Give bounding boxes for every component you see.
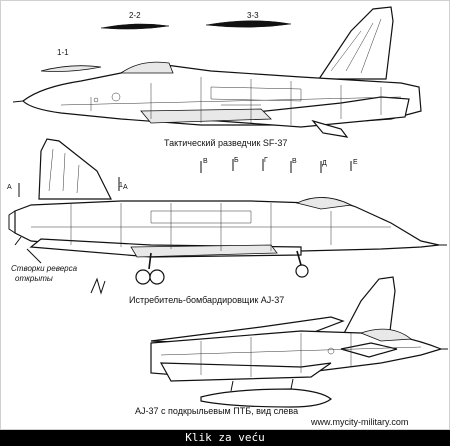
caption-aj37-drop-tank: AJ-37 с подкрыльевым ПТБ, вид слева [135, 406, 298, 416]
drawing-sheet: 1-1 2-2 3-3 Тактический разведчик SF-37 [0, 0, 450, 430]
aircraft-aj37-side-view [8, 138, 447, 295]
section-cut-lines [18, 159, 352, 197]
section-marker-g: Г [264, 157, 268, 164]
section-profile-2-2 [100, 23, 170, 30]
callout-reverser-line2: открыты [15, 274, 53, 283]
section-label-3-3: 3-3 [247, 11, 259, 20]
aircraft-aj37-drop-tank-view [150, 276, 448, 408]
watermark-text: www.mycity-military.com [310, 417, 408, 427]
section-marker-v-top: В [292, 158, 297, 165]
aircraft-sf37-side-view [12, 6, 422, 138]
section-marker-e: Е [353, 159, 358, 166]
caption-sf37: Тактический разведчик SF-37 [164, 138, 287, 148]
section-marker-d: Д [322, 160, 327, 167]
section-profile-3-3 [205, 20, 292, 28]
section-profile-1-1 [40, 65, 102, 72]
section-marker-a-right: А [123, 184, 128, 191]
section-marker-b: Б [234, 157, 239, 164]
section-marker-1: 1 [119, 182, 123, 189]
section-marker-a: А [7, 184, 12, 191]
section-label-2-2: 2-2 [129, 11, 141, 20]
aircraft-drawing: 1-1 2-2 3-3 Тактический разведчик SF-37 [7, 6, 448, 427]
caption-aj37: Истребитель-бомбардировщик AJ-37 [129, 295, 284, 305]
callout-reverser-line1: Створки реверса [11, 264, 78, 273]
section-label-1-1: 1-1 [57, 48, 69, 57]
callout-leader [26, 248, 42, 264]
section-marker-v: В [203, 158, 208, 165]
enlarge-link[interactable]: Klik za veću [0, 430, 450, 446]
